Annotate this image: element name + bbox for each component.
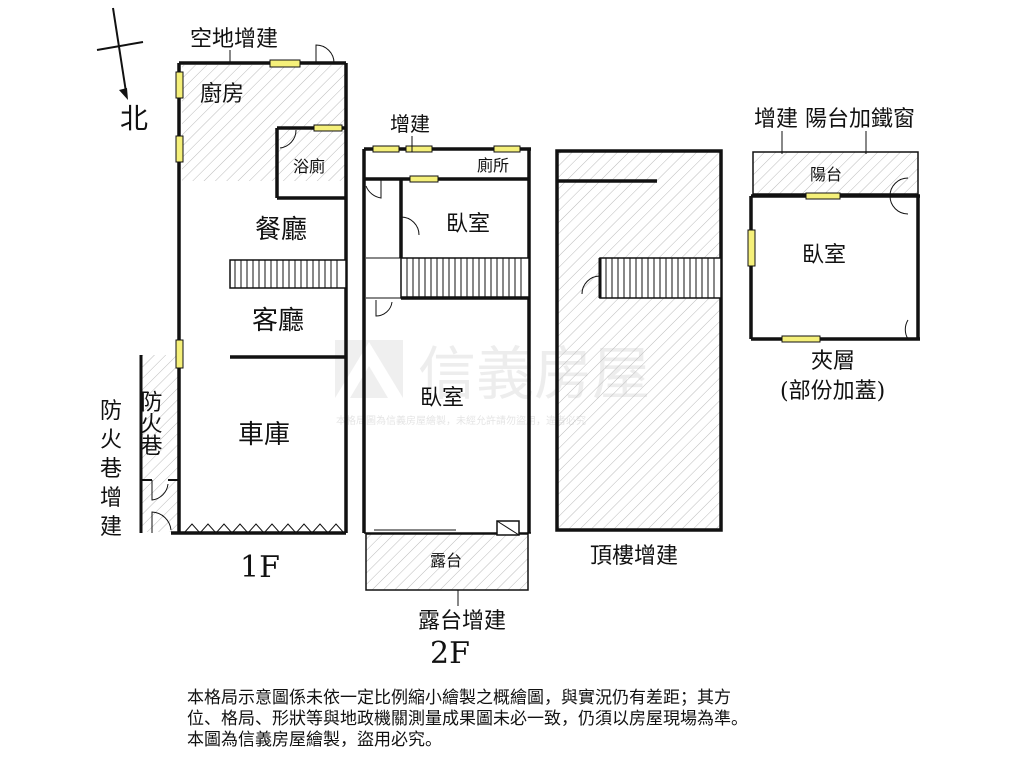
fire-lane-label: 防火巷 — [137, 390, 163, 456]
floor-roof — [555, 149, 723, 532]
f1-living-label: 客廳 — [252, 306, 304, 336]
mezzanine-sublabel: (部份加蓋) — [780, 379, 885, 404]
floor-1f — [139, 44, 348, 535]
roof-label: 頂樓增建 — [590, 544, 678, 569]
fire-lane-annex-label: 防 火 巷 增 建 — [100, 399, 122, 540]
f2-bedroom-small-label: 臥室 — [446, 212, 490, 237]
terrace-hatch — [365, 533, 529, 591]
f2-terrace-label: 露台 — [430, 551, 462, 570]
mezzanine-balcony-label: 陽台 — [810, 165, 842, 184]
svg-text:建: 建 — [100, 515, 122, 540]
mezzanine-bedroom-label: 臥室 — [802, 243, 846, 268]
floor-mezzanine — [747, 131, 920, 343]
f2-toilet-label: 廁所 — [477, 156, 509, 175]
mezzanine-label: 夾層 — [811, 349, 855, 374]
svg-text:火: 火 — [100, 428, 122, 453]
north-label: 北 — [120, 102, 148, 135]
f2-terrace-annex-label: 露台增建 — [418, 609, 506, 634]
f1-garage-label: 車庫 — [238, 420, 290, 450]
f1-floor-label: 1F — [240, 550, 280, 585]
fire-lane-hatch — [141, 355, 178, 532]
f2-bedroom-large-label: 臥室 — [420, 386, 464, 411]
watermark-notice: 本格局圖為信義房屋繪製，未經允許請勿盜用，違者必究 — [336, 414, 586, 427]
disclaimer-line-3: 本圖為信義房屋繪製，盜用必究。 — [187, 730, 442, 750]
disclaimer-notice: 本格局示意圖係未依一定比例縮小繪製之概繪圖，與實況仍有差距；其方 位、格局、形狀… — [187, 688, 867, 751]
svg-text:防: 防 — [100, 399, 122, 424]
f2-floor-label: 2F — [430, 636, 470, 671]
disclaimer-line-1: 本格局示意圖係未依一定比例縮小繪製之概繪圖，與實況仍有差距；其方 — [187, 688, 731, 708]
f1-dining-label: 餐廳 — [255, 215, 307, 245]
annex-hatch — [182, 65, 345, 181]
f2-annex-label: 增建 — [390, 112, 430, 136]
mezzanine-annex-label: 增建 陽台加鐵窗 — [754, 107, 915, 132]
svg-text:增: 增 — [100, 486, 122, 511]
f1-annex-label: 空地增建 — [190, 27, 278, 52]
f1-kitchen-label: 廚房 — [200, 82, 244, 107]
svg-text:巷: 巷 — [100, 457, 122, 482]
disclaimer-line-2: 位、格局、形狀等與地政機關測量成果圖未必一致，仍須以房屋現場為準。 — [187, 709, 748, 729]
f1-bathroom-label: 浴廁 — [293, 157, 325, 176]
floor-2f — [362, 145, 531, 591]
north-arrow — [96, 7, 144, 100]
